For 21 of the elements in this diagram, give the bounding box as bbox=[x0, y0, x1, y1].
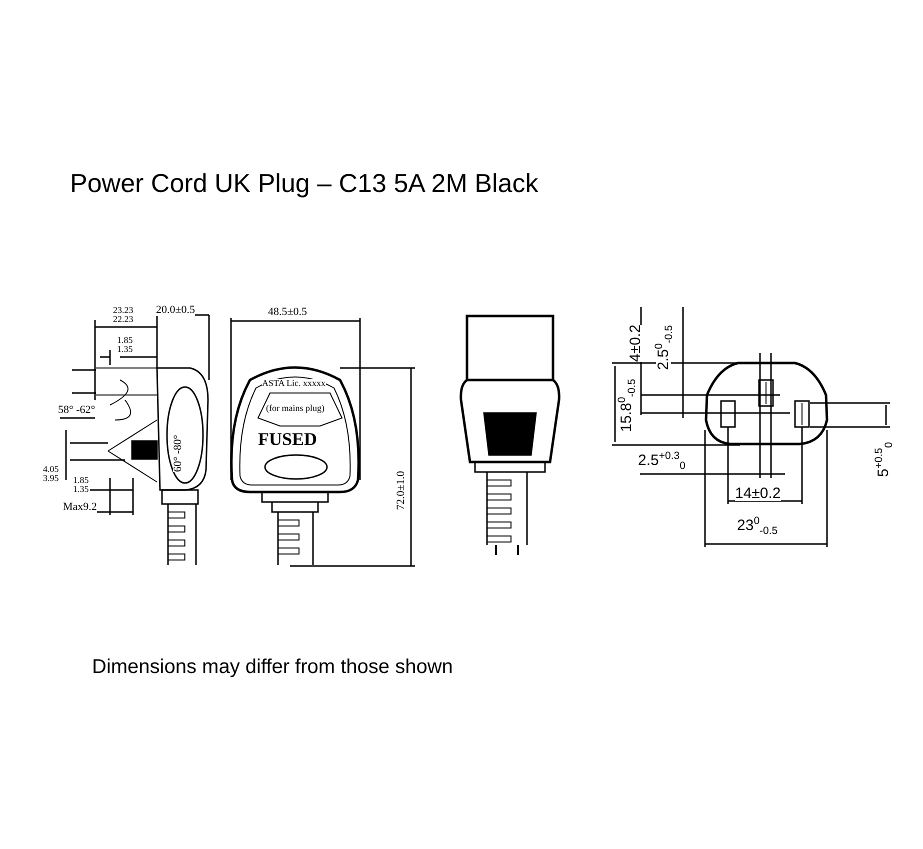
dimension-value: 48.5±0.5 bbox=[268, 307, 308, 318]
dimension-value: 1.85 bbox=[117, 336, 133, 345]
angle-value: 58° -62° bbox=[58, 405, 96, 416]
dimension-value: 1.85 bbox=[73, 476, 89, 485]
dimension-value: Max9.2 bbox=[63, 502, 97, 513]
dimension-value: 1.35 bbox=[117, 345, 133, 354]
dimension-value: 4±0.2 bbox=[628, 324, 643, 362]
angle-value: 60° -80° bbox=[173, 434, 184, 472]
dimension-value: 20.0±0.5 bbox=[156, 305, 196, 316]
diagram-title: Power Cord UK Plug – C13 5A 2M Black bbox=[70, 170, 538, 196]
dimension-value: 23.23 bbox=[113, 306, 134, 315]
marking-text: ASTA Lic. xxxxx bbox=[262, 379, 326, 388]
marking-text: (for mains plug) bbox=[266, 404, 324, 413]
dimension-value: 4.05 bbox=[43, 465, 59, 474]
dimension-value: 3.95 bbox=[43, 474, 59, 483]
caption: Dimensions may differ from those shown bbox=[92, 657, 453, 677]
dimension-value: 14±0.2 bbox=[735, 486, 781, 501]
marking-text: FUSED bbox=[258, 430, 318, 448]
dimension-value: 72.0±1.0 bbox=[396, 470, 407, 510]
dimension-value: 1.35 bbox=[73, 485, 89, 494]
dimension-value: 22.23 bbox=[113, 315, 134, 324]
